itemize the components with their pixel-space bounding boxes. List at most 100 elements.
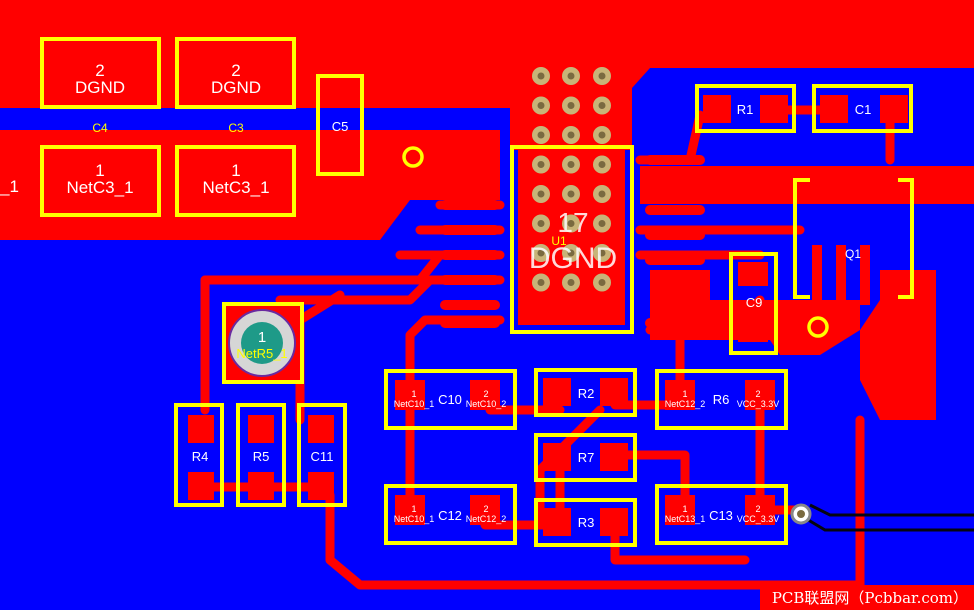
u1-thermal-via-hole <box>567 190 575 198</box>
c12-pad2-net: NetC12_2 <box>466 514 507 524</box>
r2-pad-1 <box>543 378 571 406</box>
r3-ref: R3 <box>578 515 595 530</box>
c12-pad2-num: 2 <box>483 504 488 514</box>
c4-pad2-num: 2 <box>95 61 104 80</box>
u1-pin-l3 <box>440 250 500 260</box>
u1-thermal-via-hole <box>567 220 575 227</box>
edge-net-fragment: _1 <box>0 177 19 196</box>
c11-pad-1 <box>308 415 334 443</box>
pads <box>50 45 908 536</box>
c10-pad1-net: NetC10_1 <box>394 399 435 409</box>
r5-th-pad-center <box>241 322 283 364</box>
r5-th-silk <box>222 302 304 384</box>
u1-thermal-via-hole <box>537 190 545 198</box>
c5-ref: C5 <box>332 119 349 134</box>
u1-thermal-via-hole <box>598 190 606 198</box>
u1-thermal-via-hole <box>598 72 606 80</box>
c3-pad-2 <box>185 45 285 105</box>
u1-pin-l1 <box>440 200 500 210</box>
r6-pad2-num: 2 <box>755 389 760 399</box>
trace-u1-left-6 <box>295 290 345 425</box>
r1-ref: R1 <box>737 102 754 117</box>
u1-thermal-via-hole <box>567 102 575 109</box>
c13-pad2-num: 2 <box>755 504 760 514</box>
r3-silk <box>534 498 637 547</box>
trace-r2-r3 <box>535 405 605 525</box>
u1-thermal-via-hole <box>598 249 606 257</box>
u1-thermal-pad <box>518 150 625 325</box>
c4-silk-bottom <box>40 145 161 217</box>
u1-pad-net: DGND <box>529 242 617 275</box>
c13-silk <box>655 484 788 545</box>
u1-thermal-via-hole <box>598 102 606 109</box>
c4-pad-1 <box>50 150 150 210</box>
u1-thermal-via-hole <box>537 102 545 109</box>
c1-pad-2 <box>880 95 908 123</box>
c4-ref: C4 <box>92 121 108 135</box>
c11-ref: C11 <box>311 449 334 464</box>
c3-pad2-num: 2 <box>231 61 240 80</box>
u1-pin-r4 <box>645 230 705 240</box>
r6-pad1-num: 1 <box>682 389 687 399</box>
r5-silk <box>236 403 286 507</box>
c3-silk-top <box>175 37 296 109</box>
u1-pin-r5 <box>645 255 705 265</box>
c1-ref: C1 <box>855 102 872 117</box>
c3-pad-1 <box>185 150 285 210</box>
u1-pin-r3 <box>645 205 705 215</box>
u1-thermal-via-hole <box>567 131 575 139</box>
u1-thermal-via-hole <box>537 249 545 257</box>
c3-pad1-net: NetC3_1 <box>202 178 269 197</box>
inner-layer-traces <box>799 503 974 532</box>
single-vias <box>402 146 829 525</box>
u1-pin-l5 <box>440 300 500 310</box>
q1-ref: Q1 <box>845 247 861 261</box>
r5-th-num: 1 <box>258 329 266 346</box>
c3-pad2-net: DGND <box>211 78 261 97</box>
u1-thermal-via-hole <box>537 220 545 227</box>
r5-ref: R5 <box>253 449 270 464</box>
u1-thermal-via-hole <box>537 279 545 286</box>
c4-pad2-net: DGND <box>75 78 125 97</box>
r4-pad-2 <box>188 472 214 500</box>
trace-r7-c13 <box>610 450 690 515</box>
u1-pin-r1 <box>645 155 705 165</box>
r7-pad-1 <box>543 443 571 471</box>
r1-pad-1 <box>703 95 731 123</box>
u1-pin-r2 <box>645 180 705 190</box>
c12-ref: C12 <box>438 508 462 523</box>
u1-silk <box>510 145 634 334</box>
c5-pad-1 <box>325 140 355 160</box>
u1-thermal-via-hole <box>567 249 575 257</box>
c3-pad1-num: 1 <box>231 161 240 180</box>
r3-pad-1 <box>543 508 571 536</box>
c3-silk-bottom <box>175 145 296 217</box>
r7-pad-2 <box>600 443 628 471</box>
c10-pad1-num: 1 <box>411 389 416 399</box>
u1-thermal-via-hole <box>598 220 606 227</box>
c10-ref: C10 <box>438 392 462 407</box>
u1-thermal-via-hole <box>567 161 575 168</box>
dark-trace-1 <box>799 513 974 532</box>
c11-pad-2 <box>308 472 334 500</box>
u1-thermal-via-hole <box>537 131 545 139</box>
r1-pad-2 <box>760 95 788 123</box>
r6-pad2-net: VCC_3.3V <box>737 399 780 409</box>
watermark-text: PCB联盟网（Pcbbar.com） <box>772 589 968 607</box>
r2-silk <box>534 368 637 417</box>
c5-silk <box>316 74 364 176</box>
copper-pour-q1 <box>860 270 936 420</box>
c5-pad-2 <box>325 85 355 105</box>
c9-ref: C9 <box>746 295 763 310</box>
c10-pad2-num: 2 <box>483 389 488 399</box>
q1-pin-1 <box>812 245 822 305</box>
r5-th-net: NetR5_1 <box>236 346 287 361</box>
r3-pad-2 <box>600 508 628 536</box>
u1-ref: U1 <box>551 234 567 248</box>
r2-ref: R2 <box>578 386 595 401</box>
u1-thermal-via-hole <box>598 131 606 139</box>
via-c5 <box>402 146 424 168</box>
c12-pad-1 <box>395 495 425 525</box>
c1-silk <box>812 84 913 133</box>
